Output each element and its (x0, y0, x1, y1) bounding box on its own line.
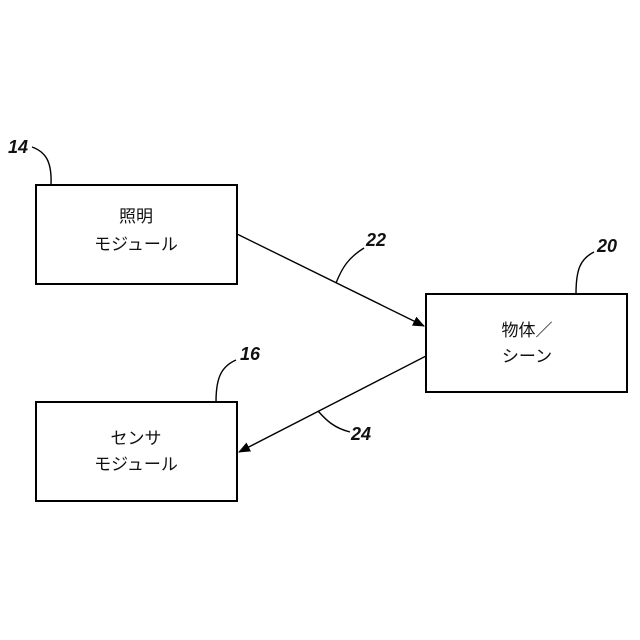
ref-number-20: 20 (596, 236, 617, 256)
illumination-module-label-line2: モジュール (94, 235, 178, 255)
reflected-light-arrow (239, 356, 426, 452)
object-scene-box (426, 294, 627, 392)
ref-leader-24 (318, 411, 350, 432)
ref-number-24: 24 (350, 424, 371, 444)
sensor-module-label-line1: センサ (111, 429, 162, 449)
ref-leader-16 (216, 360, 236, 402)
object-scene-label-line1: 物体／ (502, 321, 553, 341)
emitted-light-arrow (237, 234, 424, 326)
object-scene: 物体／ シーン (426, 294, 627, 392)
illumination-module: 照明 モジュール (36, 185, 237, 284)
sensor-module: センサ モジュール (36, 402, 237, 501)
ref-leader-20 (576, 252, 594, 294)
ref-number-16: 16 (240, 344, 261, 364)
object-scene-label-line2: シーン (502, 347, 552, 367)
ref-leader-22 (336, 248, 364, 283)
ref-leader-14 (32, 147, 51, 185)
ref-number-22: 22 (365, 230, 386, 250)
ref-number-14: 14 (8, 137, 28, 157)
illumination-module-label-line1: 照明 (119, 207, 153, 227)
sensor-module-box (36, 402, 237, 501)
sensor-module-label-line2: モジュール (94, 455, 178, 475)
